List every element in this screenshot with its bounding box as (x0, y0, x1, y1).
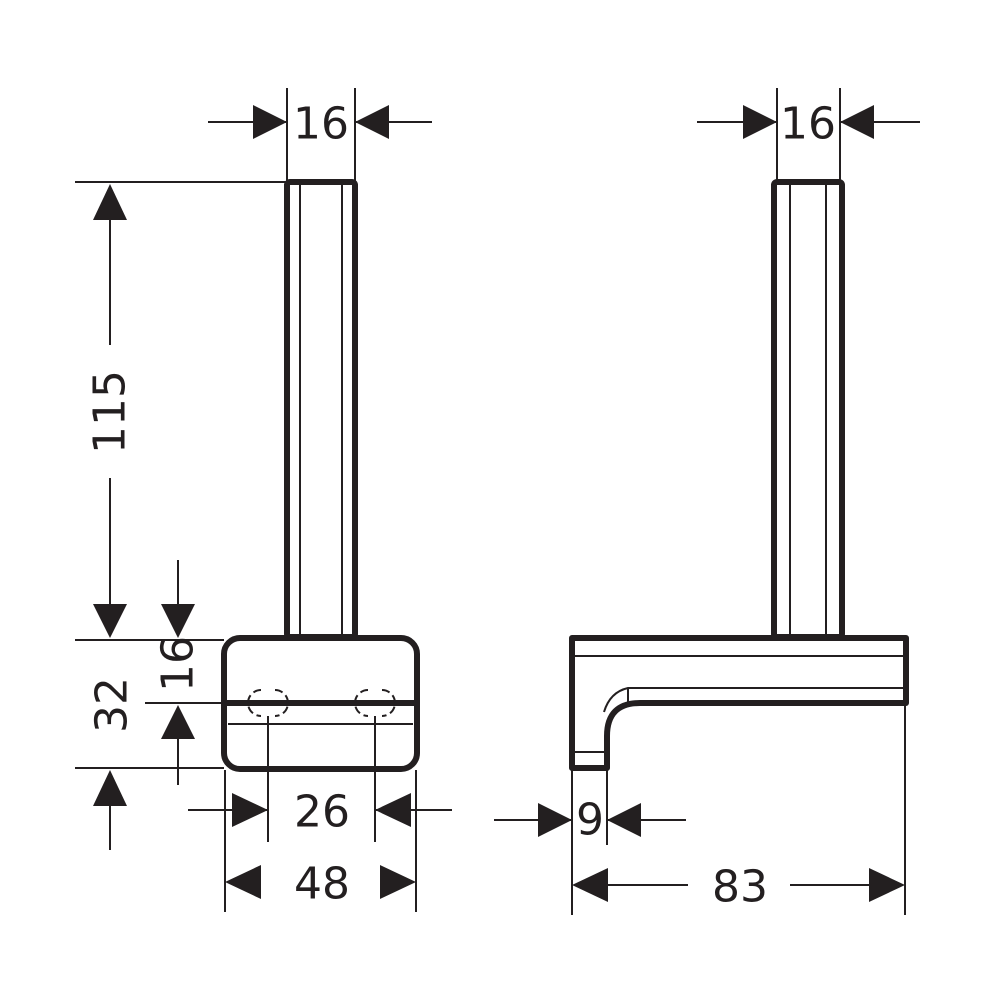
dimension-side-rod-width: 16 (697, 99, 920, 150)
front-base (221, 635, 420, 772)
dimension-label: 115 (85, 370, 136, 454)
dimension-base-height: 32 (87, 677, 138, 850)
dimension-hole-spacing: 26 (188, 787, 452, 838)
side-view: 16 9 83 (494, 88, 920, 915)
dimension-label: 48 (294, 859, 350, 910)
dimension-projection: 83 (572, 862, 905, 913)
side-rod (771, 179, 845, 640)
dimension-label: 16 (293, 99, 349, 150)
dimension-label: 32 (87, 677, 138, 733)
front-rod (284, 179, 358, 640)
side-extension-lines (571, 88, 906, 915)
dimension-label: 16 (780, 99, 836, 150)
dimension-label: 16 (153, 636, 204, 692)
front-extension-lines (75, 88, 417, 912)
side-base (569, 635, 909, 771)
dimension-height: 115 (85, 184, 136, 638)
dimension-front-rod-width: 16 (208, 99, 432, 150)
dimension-wall-thickness: 9 (494, 795, 686, 846)
front-view: 16 115 16 32 26 (75, 88, 452, 912)
dimension-base-width: 48 (225, 859, 416, 910)
dimension-label: 83 (712, 862, 768, 913)
dimension-label: 26 (294, 787, 350, 838)
dimension-label: 9 (576, 795, 604, 846)
dimension-base-upper-height: 16 (153, 560, 204, 785)
